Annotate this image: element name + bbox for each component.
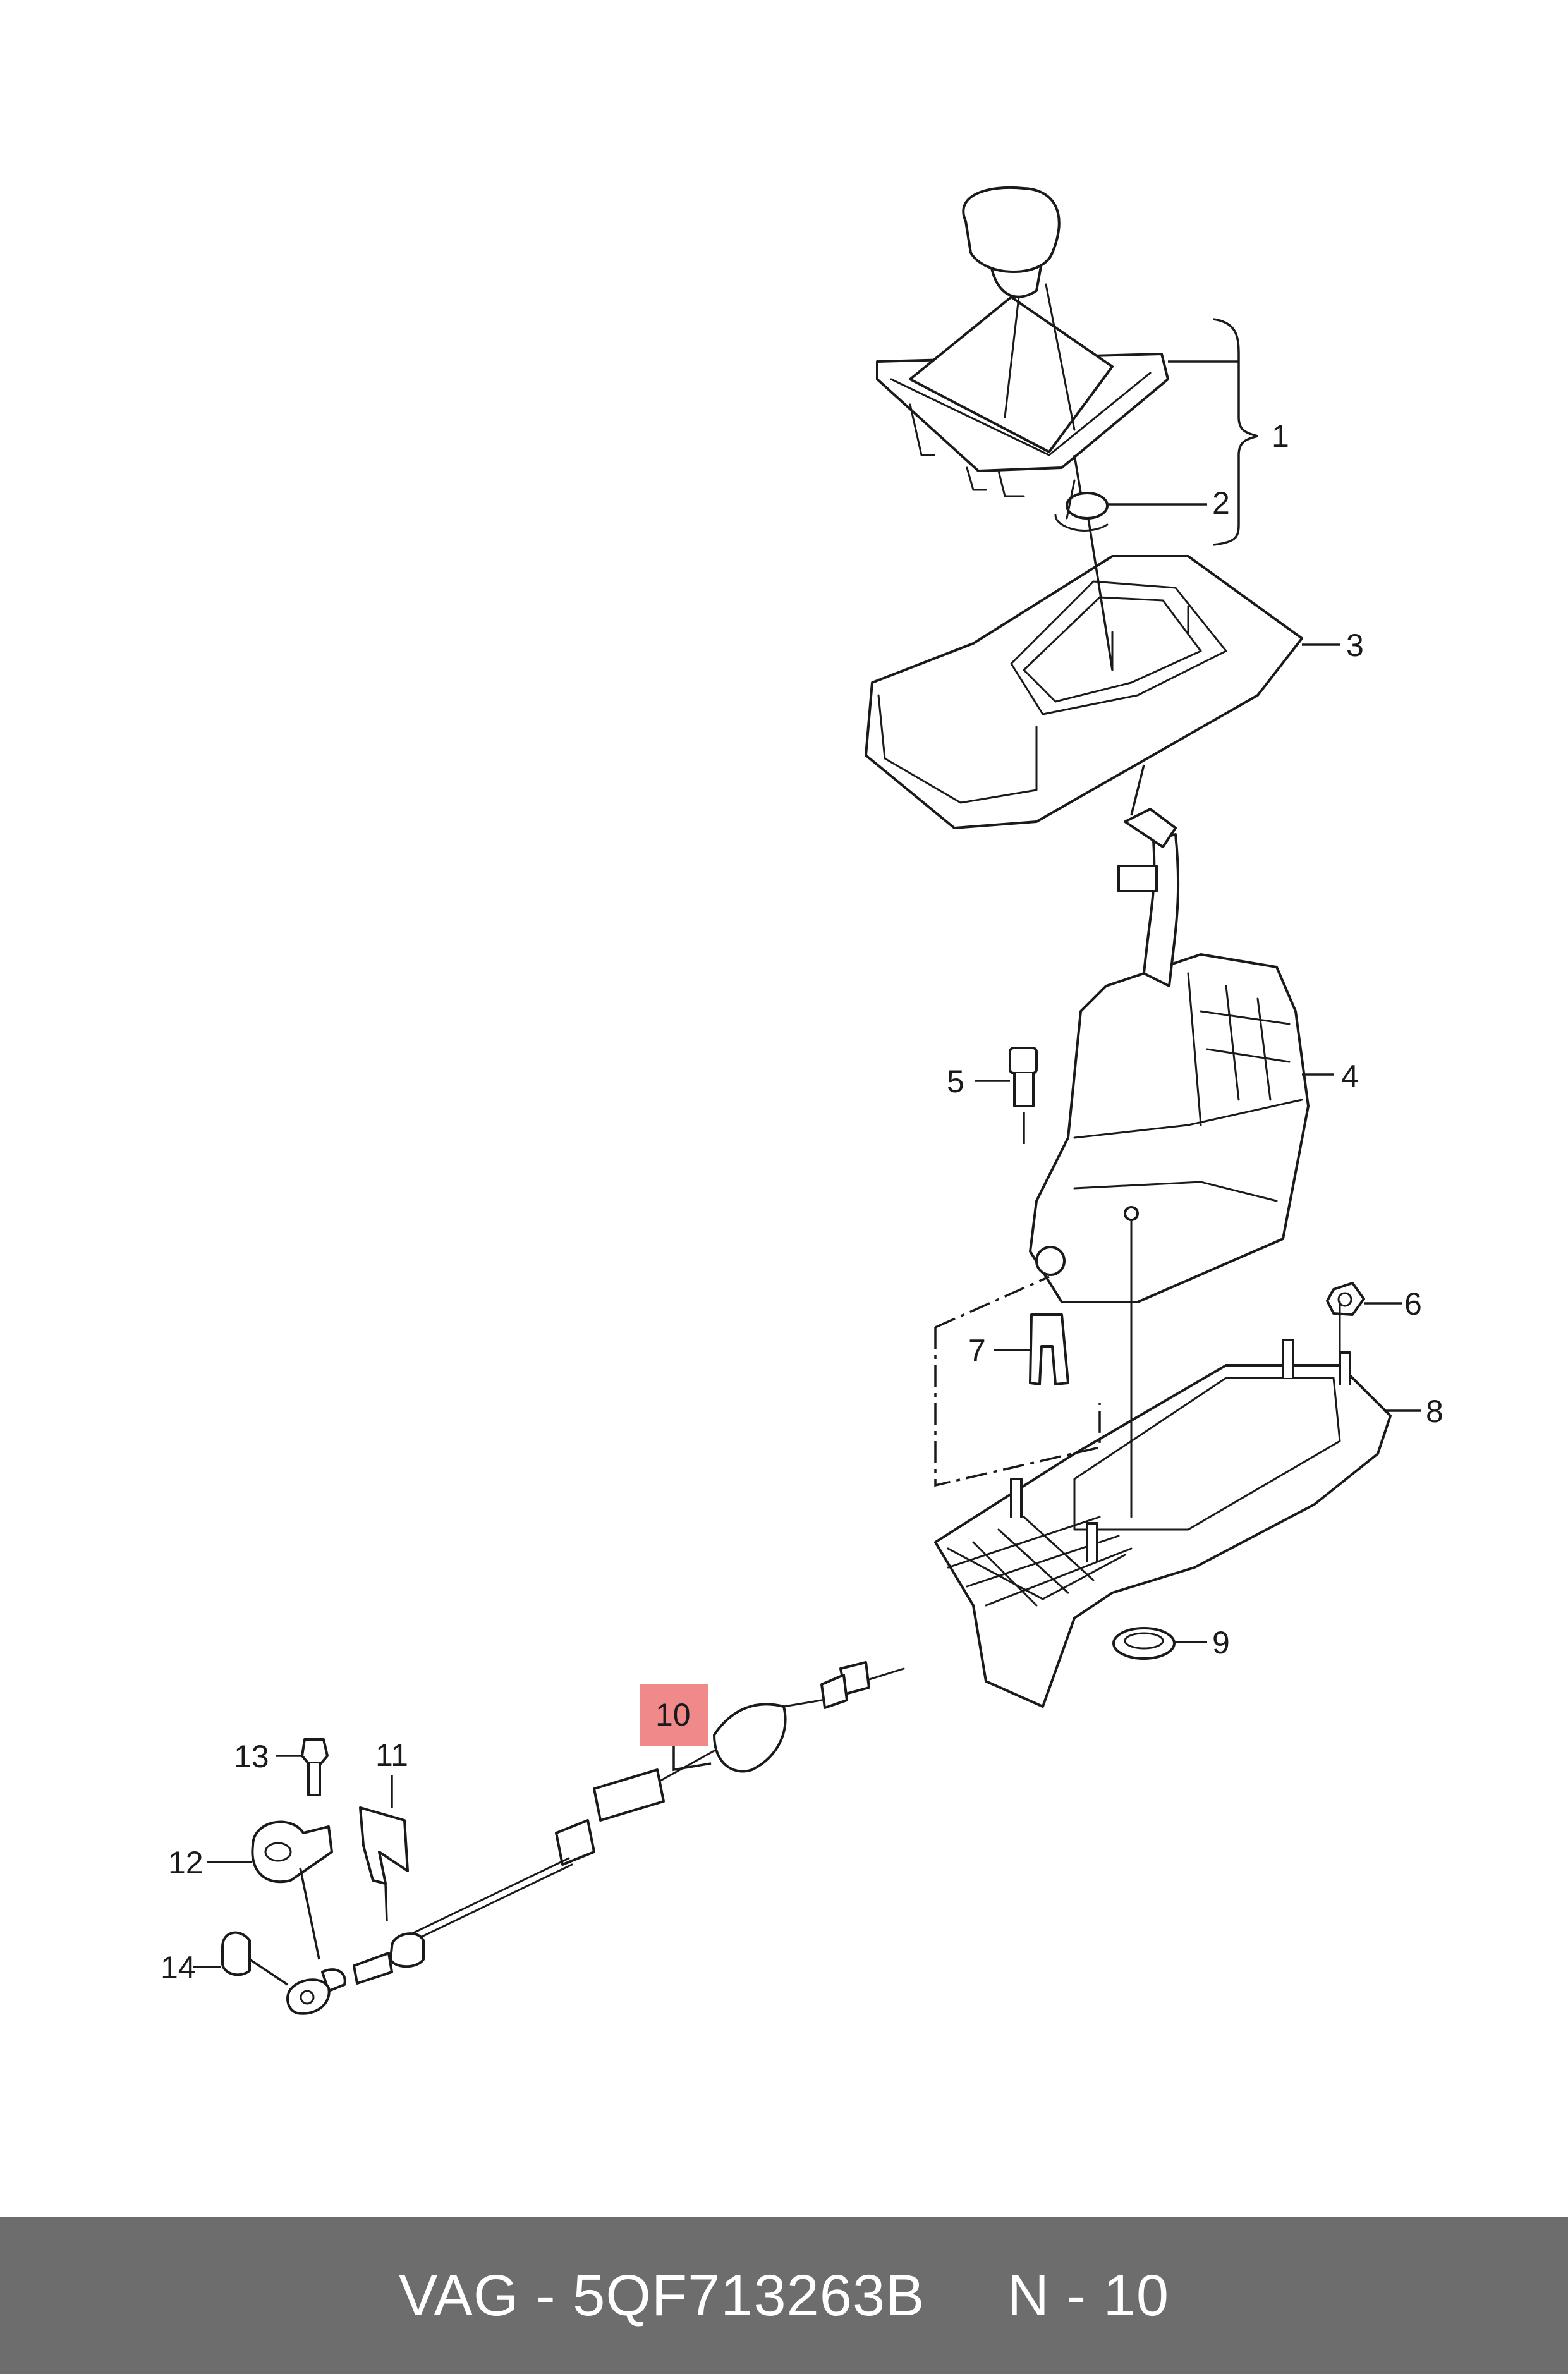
assembly-line-knob [1073,454,1114,671]
leader-1 [1168,318,1258,546]
callout-12: 12 [168,1845,204,1880]
mounting-nut [1326,1282,1365,1316]
callout-10-highlight [640,1684,708,1746]
callout-13: 13 [234,1739,269,1774]
assembly-line-shaft [1130,764,1145,816]
cable-clip [359,1806,409,1922]
callout-5: 5 [947,1064,964,1099]
callout-10: 10 [655,1697,691,1732]
callout-3: 3 [1346,628,1364,663]
housing-bolt [1009,1047,1038,1144]
selector-lever [251,1820,333,1960]
callout-14: 14 [161,1950,196,1985]
assembly-line-clip [934,1275,1101,1487]
shift-cable [321,1661,905,1992]
gear-selector-housing [1029,808,1310,1303]
callout-8: 8 [1426,1394,1443,1429]
part-number: VAG - 5QF713263B [398,2263,925,2328]
retaining-clip [1029,1313,1069,1385]
boot-retaining-ring [1054,479,1109,532]
callout-11: 11 [375,1738,408,1773]
lever-bolt [301,1738,329,1796]
shift-knob-boot [876,186,1169,497]
callout-6: 6 [1404,1286,1422,1322]
part-number-footer: VAG - 5QF713263B N - 10 [0,2217,1568,2374]
callout-2: 2 [1212,485,1230,521]
diagram-reference: N - 10 [1007,2263,1170,2328]
parts-diagram: 1 2 3 4 5 6 7 8 9 10 11 12 13 14 [161,186,1443,2015]
cable-end-fitting [286,1978,331,2015]
callout-1: 1 [1272,418,1289,454]
base-bracket [934,1219,1392,1708]
rubber-grommet [1112,1627,1176,1660]
cable-bushing [221,1931,288,1986]
console-trim-panel [865,555,1303,829]
callout-7: 7 [968,1333,986,1368]
callout-9: 9 [1212,1625,1230,1660]
callout-4: 4 [1341,1059,1359,1094]
